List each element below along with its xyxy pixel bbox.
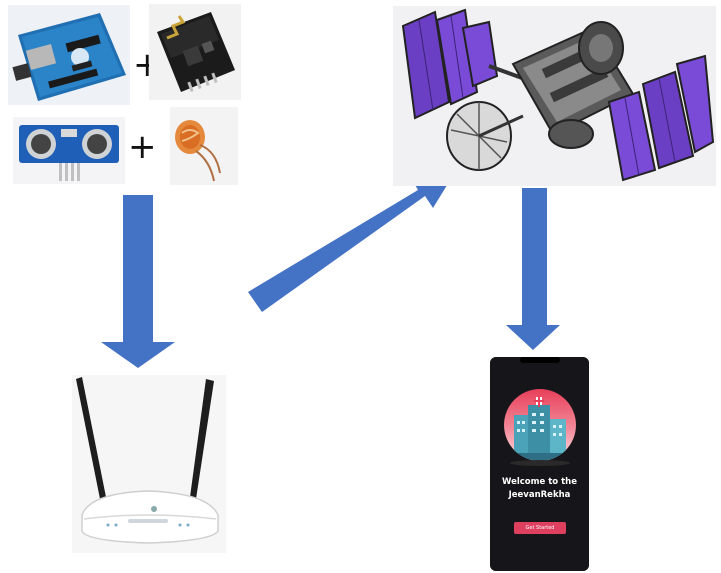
welcome-line-2: JeevanRekha: [508, 490, 571, 500]
router-left-antenna: [76, 377, 106, 499]
arrow-components-to-router: [101, 195, 175, 368]
ultrasonic-sensor-image: [13, 117, 125, 184]
welcome-line-1: Welcome to the: [502, 477, 577, 487]
ldr-sensor-image: [170, 107, 238, 185]
wifi-module-image: [149, 4, 241, 100]
plus-sign-bottom: +: [128, 127, 157, 167]
satellite-image: [393, 6, 716, 186]
ultrasonic-sensor-icon: [13, 117, 125, 184]
satellite-body: [511, 21, 635, 149]
router-image: [72, 375, 226, 553]
arduino-board-icon: [8, 5, 130, 105]
arrow-router-to-satellite: [248, 164, 460, 312]
wifi-module-icon: [149, 4, 241, 100]
arrow-satellite-to-phone: [506, 188, 560, 350]
wifi-router-icon: [72, 375, 226, 553]
right-solar-panels: [607, 54, 715, 182]
get-started-button[interactable]: Get Started: [514, 522, 566, 534]
smartphone-icon: [490, 357, 589, 571]
left-solar-panels: [401, 8, 499, 120]
ldr-sensor-icon: [170, 107, 238, 185]
satellite-dish: [446, 101, 524, 171]
arduino-board-image: [8, 5, 130, 105]
router-right-antenna: [190, 379, 214, 499]
smartphone: Welcome to the JeevanRekha Get Started: [490, 357, 589, 571]
hospital-illustration: [504, 389, 576, 466]
satellite-icon: [393, 6, 716, 186]
